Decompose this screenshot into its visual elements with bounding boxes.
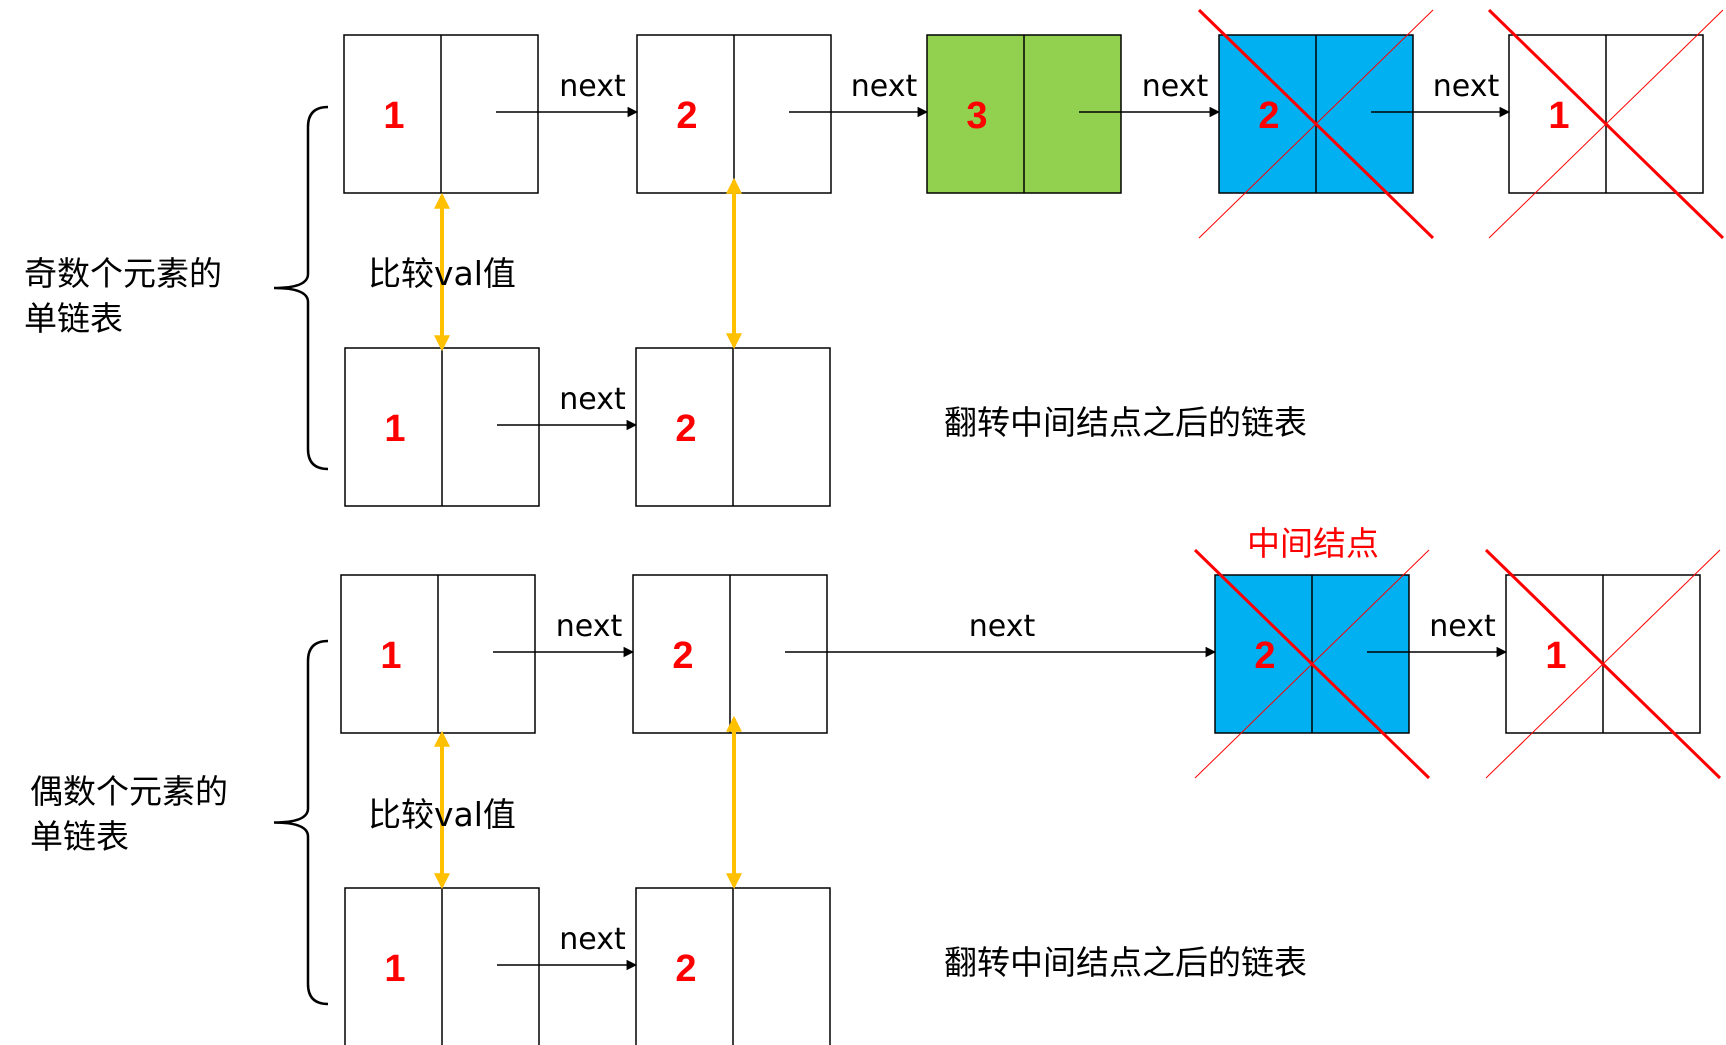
next-label: next [1142, 69, 1209, 104]
middle-node-label: 中间结点 [1247, 524, 1379, 563]
compare-label: 比较val值 [368, 795, 516, 834]
cross-mark-line [1488, 9, 1724, 239]
node-value: 1 [383, 95, 404, 137]
next-label: next [559, 382, 626, 417]
node-value: 2 [1254, 635, 1275, 677]
node-value: 1 [384, 948, 405, 990]
compare-label: 比较val值 [368, 254, 516, 293]
next-label: next [556, 609, 623, 644]
node-value: 2 [676, 95, 697, 137]
node-value: 1 [1548, 95, 1569, 137]
node-value: 3 [966, 95, 987, 137]
cross-mark-line [1194, 549, 1430, 779]
reversed-list-label: 翻转中间结点之后的链表 [944, 943, 1307, 982]
node-value: 2 [675, 408, 696, 450]
section-label-line: 单链表 [30, 817, 129, 856]
node-value: 1 [1545, 635, 1566, 677]
node-value: 1 [384, 408, 405, 450]
next-label: next [559, 69, 626, 104]
node-value: 2 [1258, 95, 1279, 137]
next-label: next [1429, 609, 1496, 644]
next-label: next [559, 922, 626, 957]
node-value: 1 [380, 635, 401, 677]
next-label: next [1433, 69, 1500, 104]
next-label: next [969, 609, 1036, 644]
section-label-line: 偶数个元素的 [30, 772, 228, 811]
cross-mark-line [1485, 549, 1721, 779]
reversed-list-label: 翻转中间结点之后的链表 [944, 403, 1307, 442]
node-value: 2 [675, 948, 696, 990]
cross-mark-line [1198, 9, 1434, 239]
section-label-line: 单链表 [24, 299, 123, 338]
section-label-line: 奇数个元素的 [24, 254, 222, 293]
section-brace [273, 639, 329, 1006]
next-label: next [851, 69, 918, 104]
section-brace [273, 105, 329, 471]
node-value: 2 [672, 635, 693, 677]
